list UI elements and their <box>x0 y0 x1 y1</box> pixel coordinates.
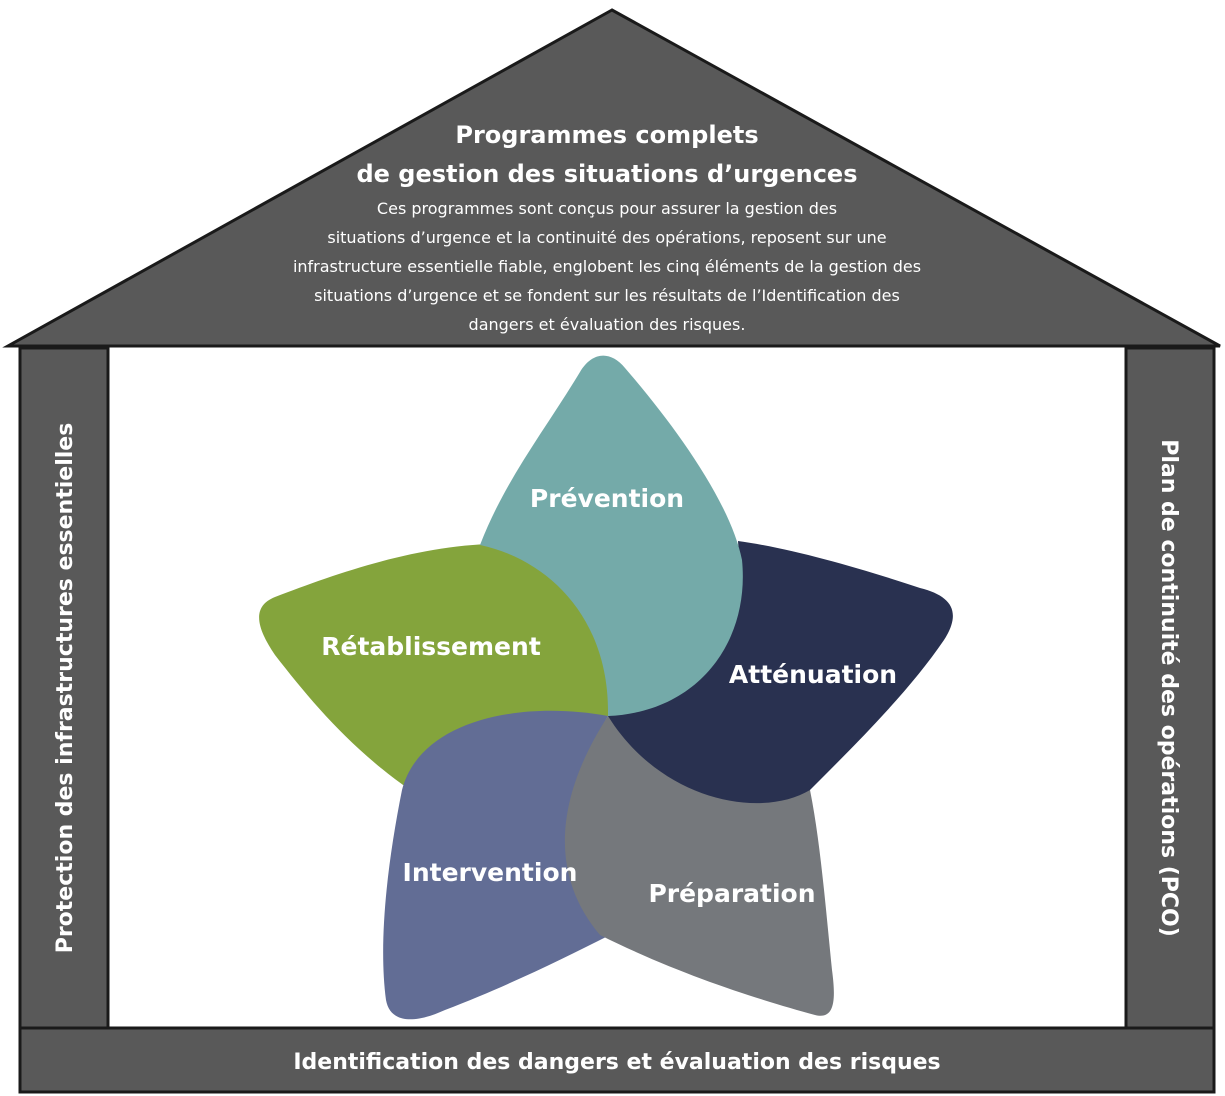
pinwheel: Prévention Rétablissement Atténuation In… <box>259 355 953 1020</box>
left-pillar-label: Protection des infrastructures essentiel… <box>53 423 78 954</box>
roof-description-line5: dangers et évaluation des risques. <box>469 315 746 334</box>
petal-label-intervention: Intervention <box>403 858 578 887</box>
roof-shape <box>2 8 1221 348</box>
petal-label-preparation: Préparation <box>648 879 815 908</box>
roof-description-line4: situations d’urgence et se fondent sur l… <box>314 286 900 305</box>
left-pillar-shape <box>18 346 110 1030</box>
right-pillar: Plan de continuité des opérations (PCO) <box>1124 346 1216 1030</box>
left-pillar: Protection des infrastructures essentiel… <box>18 346 110 1030</box>
right-pillar-label: Plan de continuité des opérations (PCO) <box>1156 439 1181 937</box>
roof-description-line1: Ces programmes sont conçus pour assurer … <box>377 199 837 218</box>
foundation-shape <box>18 1026 1216 1094</box>
roof-title-line1: Programmes complets <box>455 121 758 149</box>
roof-title-line2: de gestion des situations d’urgences <box>356 160 857 188</box>
petal-intervention <box>383 710 610 1020</box>
roof: Programmes complets de gestion des situa… <box>2 8 1221 348</box>
roof-description-line2: situations d’urgence et la continuité de… <box>327 228 886 247</box>
petal-label-prevention: Prévention <box>530 484 684 513</box>
roof-description-line3: infrastructure essentielle fiable, englo… <box>293 257 921 276</box>
petal-label-retablissement: Rétablissement <box>321 632 541 661</box>
petal-label-attenuation: Atténuation <box>729 660 897 689</box>
foundation: Identification des dangers et évaluation… <box>18 1026 1216 1094</box>
petal-attenuation <box>608 541 953 804</box>
foundation-label: Identification des dangers et évaluation… <box>293 1050 940 1075</box>
right-pillar-shape <box>1124 346 1216 1030</box>
petal-prevention <box>480 355 743 716</box>
